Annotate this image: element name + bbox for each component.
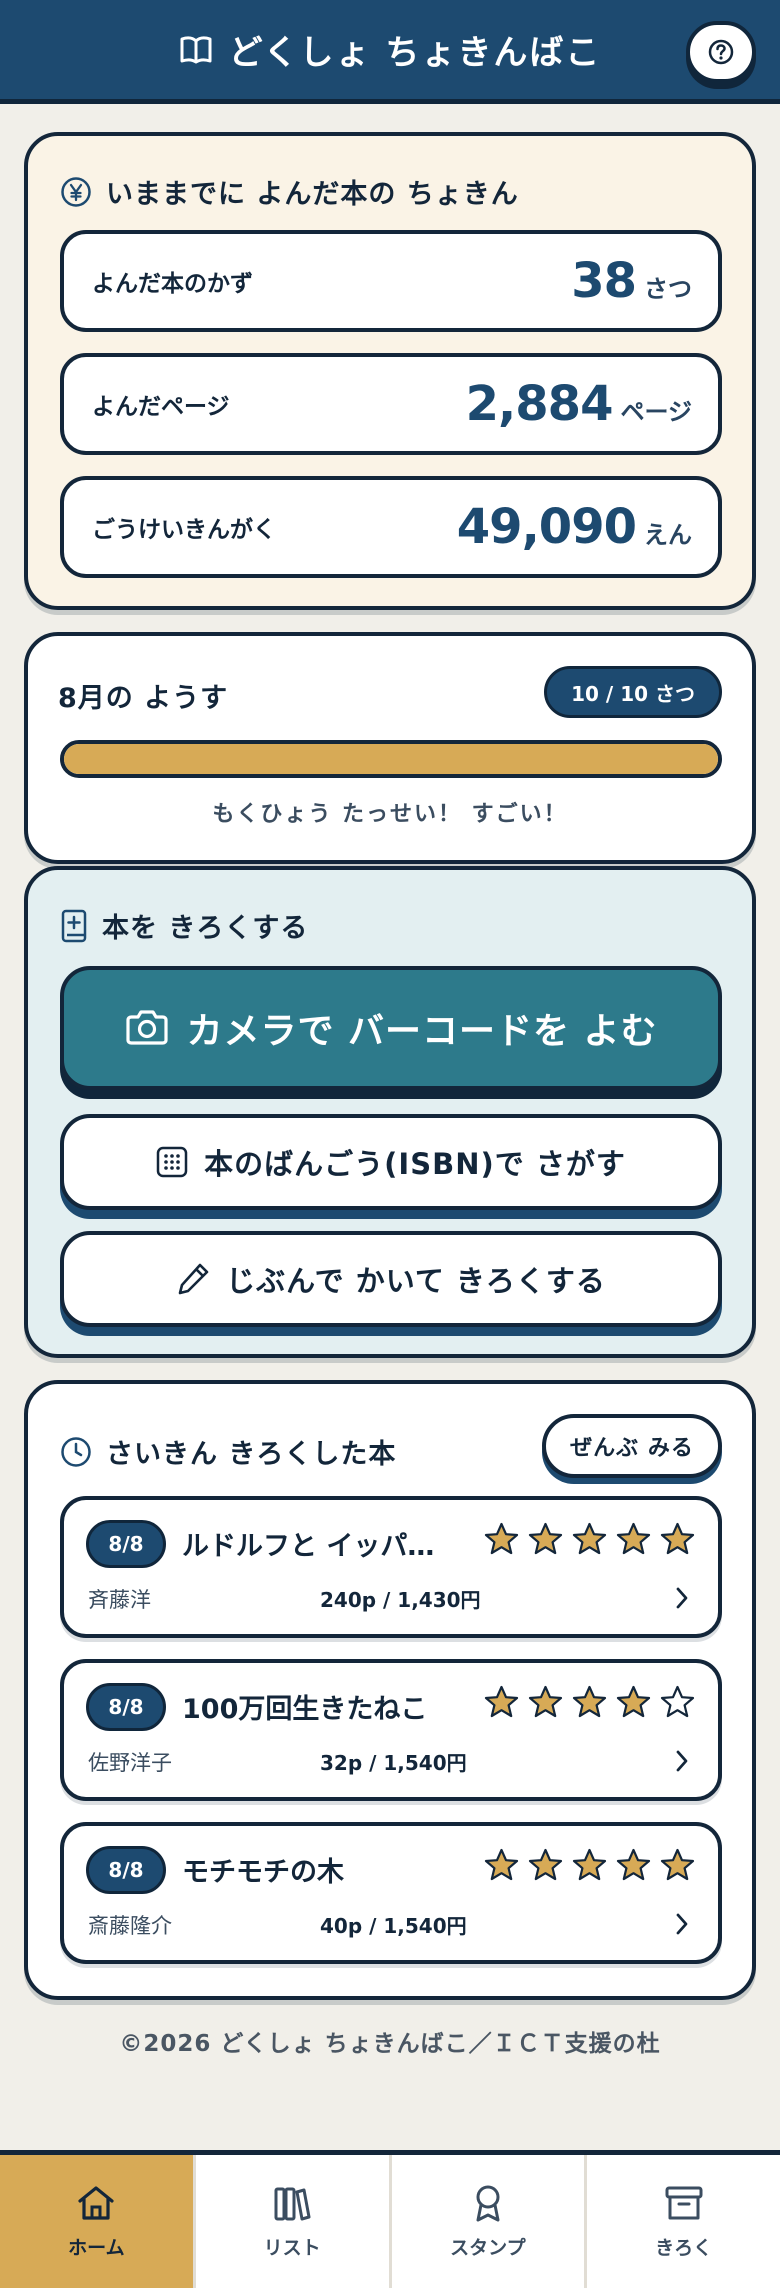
rating-stars (484, 1522, 695, 1557)
book-meta: 32p / 1,540円 (320, 1751, 467, 1775)
month-message: もくひょう たっせい！ すごい！ (212, 802, 568, 827)
star-filled-icon (616, 1685, 651, 1718)
stat-value: 49,090 えん (457, 499, 692, 555)
stat-label: よんだ本のかず (92, 271, 253, 297)
book-meta: 240p / 1,430円 (320, 1588, 481, 1612)
rating-stars (484, 1685, 695, 1720)
clock-icon (61, 1436, 91, 1467)
star-filled-icon (616, 1522, 651, 1555)
star-filled-icon (484, 1685, 519, 1718)
book-list-item[interactable]: 8/8 100万回生きたねこ 佐野洋子 32p / 1,540円 (60, 1659, 722, 1801)
manual-entry-button[interactable]: じぶんで かいて きろくする (60, 1231, 722, 1327)
savings-heading: いままでに よんだ本の ちょきん (60, 172, 519, 211)
help-icon (708, 39, 734, 65)
chevron-right-icon (676, 1587, 688, 1609)
stat-pages: よんだページ 2,884 ページ (60, 353, 722, 455)
stat-number: 2,884 (465, 376, 614, 432)
star-empty-icon (660, 1685, 695, 1718)
book-author: 佐野洋子 (88, 1751, 172, 1775)
home-icon (78, 2186, 114, 2220)
book-plus-icon (61, 909, 87, 942)
month-count-badge: 10 / 10 さつ (544, 666, 722, 718)
date-badge: 8/8 (86, 1683, 166, 1731)
camera-barcode-button[interactable]: カメラで バーコードを よむ (60, 966, 722, 1090)
app-title: どくしょ ちょきんばこ (179, 25, 602, 74)
tab-label: ホーム (68, 2237, 125, 2259)
date-badge: 8/8 (86, 1846, 166, 1894)
recent-heading: さいきん きろくした本 (60, 1432, 396, 1471)
book-title: ルドルフと イッパ… (182, 1531, 435, 1562)
star-filled-icon (660, 1522, 695, 1555)
month-title: 8月の ようす (58, 683, 229, 714)
month-card: 8月の ようす 10 / 10 さつ もくひょう たっせい！ すごい！ (24, 632, 756, 864)
record-title: 本を きろくする (102, 913, 309, 944)
stat-unit: えん (644, 521, 692, 549)
stat-unit: ページ (620, 398, 692, 426)
star-filled-icon (572, 1685, 607, 1718)
star-filled-icon (616, 1848, 651, 1881)
view-all-button[interactable]: ぜんぶ みる (542, 1414, 722, 1478)
stat-value: 2,884 ページ (466, 376, 692, 432)
tab-record[interactable]: きろく (587, 2155, 780, 2288)
book-title: 100万回生きたねこ (182, 1694, 428, 1725)
book-list-item[interactable]: 8/8 モチモチの木 斎藤隆介 40p / 1,540円 (60, 1822, 722, 1964)
app-title-text: どくしょ ちょきんばこ (228, 33, 602, 73)
stat-total-amount: ごうけいきんがく 49,090 えん (60, 476, 722, 578)
star-filled-icon (572, 1522, 607, 1555)
stat-unit: さつ (644, 275, 692, 303)
archive-icon (665, 2186, 703, 2220)
tab-label: スタンプ (450, 2237, 526, 2259)
app-header: どくしょ ちょきんばこ (0, 0, 780, 104)
chevron-right-icon (676, 1913, 688, 1935)
tab-home[interactable]: ホーム (0, 2155, 196, 2288)
stat-number: 49,090 (456, 499, 637, 555)
date-badge: 8/8 (86, 1520, 166, 1568)
star-filled-icon (528, 1522, 563, 1555)
stat-label: ごうけいきんがく (92, 517, 276, 543)
book-open-icon (180, 35, 212, 63)
savings-title: いままでに よんだ本の ちょきん (106, 179, 519, 210)
recent-title: さいきん きろくした本 (106, 1439, 397, 1470)
star-filled-icon (484, 1522, 519, 1555)
tab-label: きろく (655, 2237, 713, 2259)
tab-list[interactable]: リスト (196, 2155, 392, 2288)
yen-coin-icon (61, 176, 91, 207)
keypad-icon (156, 1146, 188, 1178)
star-filled-icon (572, 1848, 607, 1881)
book-list-item[interactable]: 8/8 ルドルフと イッパ… 斉藤洋 240p / 1,430円 (60, 1496, 722, 1638)
books-icon (274, 2187, 311, 2221)
copyright-text: ©2026 どくしょ ちょきんばこ／ＩＣＴ支援の杜 (119, 2031, 661, 2057)
stat-number: 38 (571, 253, 637, 309)
book-meta: 40p / 1,540円 (320, 1914, 467, 1938)
book-author: 斎藤隆介 (88, 1914, 172, 1938)
month-progress-fill (64, 744, 718, 774)
recent-books-card: さいきん きろくした本 ぜんぶ みる 8/8 ルドルフと イッパ… 斉藤洋 24… (24, 1380, 756, 2000)
isbn-search-button[interactable]: 本のばんごう(ISBN)で さがす (60, 1114, 722, 1210)
isbn-button-label: 本のばんごう(ISBN)で さがす (204, 1147, 626, 1181)
tab-stamp[interactable]: スタンプ (392, 2155, 588, 2288)
star-filled-icon (660, 1848, 695, 1881)
award-icon (476, 2185, 500, 2222)
star-filled-icon (528, 1685, 563, 1718)
savings-card: いままでに よんだ本の ちょきん よんだ本のかず 38 さつ よんだページ 2,… (24, 132, 756, 610)
stat-books-count: よんだ本のかず 38 さつ (60, 230, 722, 332)
camera-button-label: カメラで バーコードを よむ (186, 1011, 658, 1052)
manual-button-label: じぶんで かいて きろくする (226, 1264, 606, 1298)
chevron-right-icon (676, 1750, 688, 1772)
help-button[interactable] (686, 21, 756, 83)
star-filled-icon (484, 1848, 519, 1881)
stat-value: 38 さつ (571, 253, 692, 309)
record-card: 本を きろくする カメラで バーコードを よむ 本のばんごう(ISBN)で さが… (24, 866, 756, 1358)
star-filled-icon (528, 1848, 563, 1881)
pencil-icon (178, 1263, 209, 1295)
tab-label: リスト (263, 2237, 321, 2259)
camera-icon (126, 1010, 169, 1045)
book-author: 斉藤洋 (88, 1588, 151, 1612)
rating-stars (484, 1848, 695, 1883)
book-title: モチモチの木 (182, 1857, 344, 1888)
bottom-tab-bar: ホーム リスト スタンプ きろく (0, 2150, 780, 2288)
record-heading: 本を きろくする (60, 906, 308, 945)
month-progress-bar (60, 740, 722, 778)
stat-label: よんだページ (92, 394, 230, 420)
